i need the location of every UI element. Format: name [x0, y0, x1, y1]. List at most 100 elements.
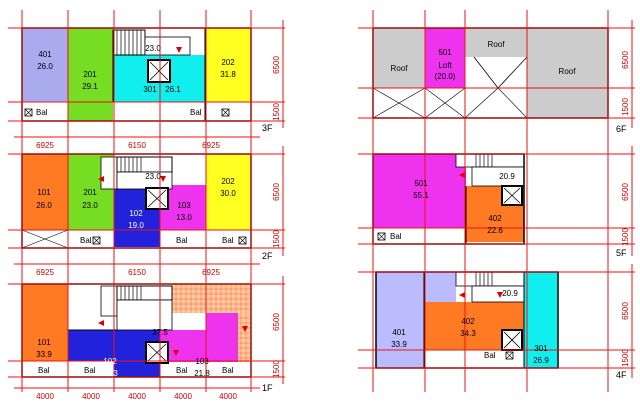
- room-label: 102: [103, 357, 117, 366]
- room-401-4f: [376, 272, 424, 368]
- room-area: 23.0: [82, 201, 98, 210]
- entry-arrow-icon: [459, 292, 465, 298]
- dimension-label: 6500: [272, 56, 281, 74]
- dimension-label: 1500: [272, 230, 281, 248]
- room-label: Loft: [438, 61, 452, 70]
- floor-label-6f: 6F: [616, 124, 627, 134]
- dimension-label: 1500: [272, 360, 281, 378]
- room-201-3f: [68, 28, 113, 121]
- room-label: 402: [488, 214, 502, 223]
- room-label: 103: [195, 357, 209, 366]
- room-402-4f: [424, 302, 502, 350]
- entry-arrow-icon: [173, 350, 179, 356]
- room-label: 202: [221, 177, 235, 186]
- room-label: 101: [37, 188, 51, 197]
- entry-arrow-icon: [176, 47, 182, 53]
- room-label: Roof: [559, 67, 577, 76]
- room-area: 23.0: [145, 172, 161, 181]
- dimension-label: 6500: [272, 313, 281, 331]
- dimension-label: 4000: [82, 392, 100, 401]
- balcony-label: Bal: [176, 366, 188, 375]
- room-label: 103: [177, 201, 191, 210]
- dimension-label: 4000: [174, 392, 192, 401]
- balcony-label: Bal: [84, 366, 96, 375]
- balcony-label: Bal: [190, 108, 202, 117]
- dimension-label: 4000: [36, 392, 54, 401]
- stair-5f: [455, 153, 525, 168]
- room-label: Roof: [488, 40, 506, 49]
- room-label: 401: [392, 328, 406, 337]
- balcony-label: Bal: [176, 236, 188, 245]
- plan-2f: [21, 153, 252, 249]
- plan-4f: [375, 271, 559, 369]
- room-101-1f: [22, 284, 68, 361]
- roof-6f-mid: [465, 28, 527, 57]
- room-label: 402: [461, 317, 475, 326]
- room-label: 501: [438, 48, 452, 57]
- room-label: 301: [143, 85, 157, 94]
- room-area: 33.9: [36, 350, 52, 359]
- room-label: 401: [38, 50, 52, 59]
- room-area: 13.0: [176, 213, 192, 222]
- balcony-3f-left: [22, 102, 68, 121]
- entry-arrow-icon: [98, 176, 104, 182]
- room-101-2f: [22, 154, 68, 230]
- roof-6f-right: [527, 28, 608, 118]
- room-area: 23.0: [145, 44, 161, 53]
- balcony-label: Bal: [36, 108, 48, 117]
- room-401-3f: [22, 28, 68, 102]
- dimension-label: 6925: [36, 141, 54, 150]
- plan-5f: [372, 153, 525, 245]
- plan-1f: [21, 283, 252, 378]
- stair-4f: [455, 271, 525, 287]
- room-area: 20.9: [499, 172, 515, 181]
- balcony-label: Bal: [222, 366, 234, 375]
- entry-arrow-icon: [459, 172, 465, 178]
- dimension-label: 6150: [128, 268, 146, 277]
- dimension-label: 6925: [202, 268, 220, 277]
- room-area: 34.3: [460, 329, 476, 338]
- floor-label-5f: 5F: [616, 248, 627, 258]
- room-202-2f: [206, 154, 251, 230]
- floor-label-2f: 2F: [262, 251, 273, 261]
- entry-arrow-icon: [497, 292, 503, 298]
- plan-3f: [21, 27, 252, 122]
- room-area: 19.0: [128, 221, 144, 230]
- room-label: Roof: [391, 64, 409, 73]
- room-501-6f: [425, 28, 465, 88]
- room-label: 301: [534, 344, 548, 353]
- balcony-label: Bal: [38, 366, 50, 375]
- balcony-label: Bal: [222, 236, 234, 245]
- dimension-label: 6500: [272, 183, 281, 201]
- dimension-label: 4000: [128, 392, 146, 401]
- floor-label-1f: 1F: [262, 383, 273, 393]
- room-area: 26.1: [165, 85, 181, 94]
- entry-arrow-icon: [98, 320, 104, 326]
- dimension-label: 1500: [621, 228, 630, 246]
- room-area: 30.0: [220, 189, 236, 198]
- room-area: 20.9: [502, 289, 518, 298]
- room-501-5f: [373, 154, 466, 228]
- room-label: 101: [37, 338, 51, 347]
- dimension-label: 6500: [621, 183, 630, 201]
- room-label: 201: [83, 188, 97, 197]
- room-202-3f: [205, 28, 251, 102]
- room-label: 202: [221, 58, 235, 67]
- room-area: 22.6: [487, 226, 503, 235]
- room-area: 21.8: [194, 369, 210, 378]
- room-area: 37.5: [152, 328, 168, 337]
- room-area: 31.8: [220, 70, 236, 79]
- dimension-label: 6500: [621, 302, 630, 320]
- balcony-label: Bal: [80, 236, 92, 245]
- entry-arrow-icon: [242, 326, 248, 332]
- floor-label-4f: 4F: [616, 370, 627, 380]
- dimension-label: 6925: [36, 268, 54, 277]
- entry-arrow-icon: [160, 176, 166, 182]
- room-area: (20.0): [435, 72, 456, 81]
- plan-6f: [372, 27, 609, 119]
- grid-lines: [8, 10, 635, 392]
- room-label: 201: [83, 70, 97, 79]
- dimension-label: 1500: [621, 98, 630, 116]
- room-label: 102: [129, 209, 143, 218]
